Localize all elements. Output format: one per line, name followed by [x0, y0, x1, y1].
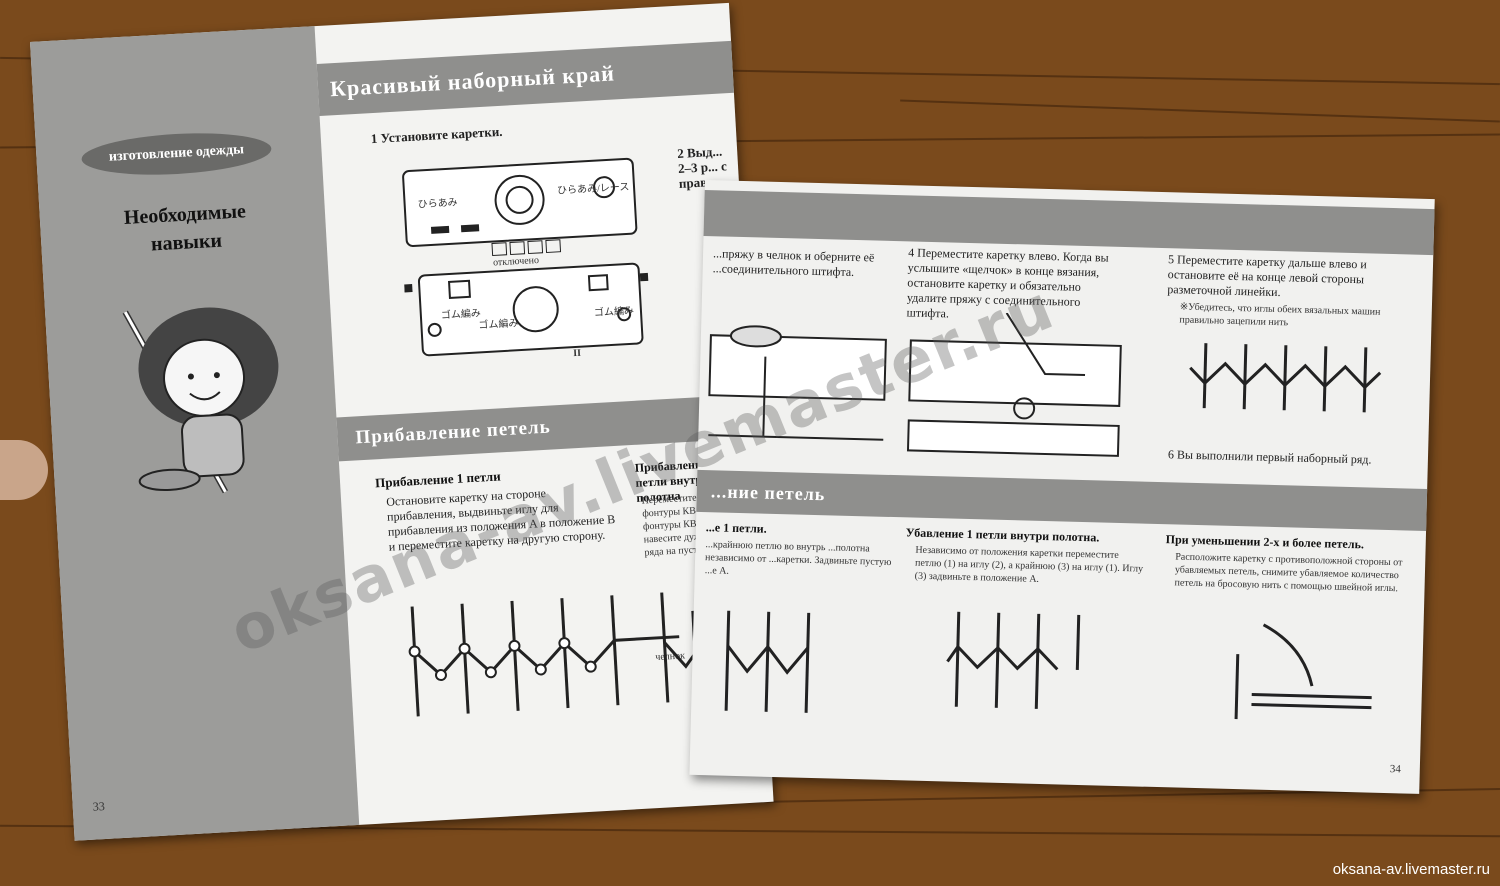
step1-text: 1 Установите каретки.: [370, 123, 503, 147]
sidebar: изготовление одежды Необходимые навыки: [30, 26, 360, 841]
top-band: [703, 189, 1435, 256]
watermark-corner: oksana-av.livemaster.ru: [1332, 861, 1490, 878]
needle-hooks-diagram: [1189, 343, 1382, 413]
section1-title: Красивый наборный край: [316, 40, 734, 116]
sidebar-badge: изготовление одежды: [80, 128, 273, 180]
step5-text: 5 Переместите каретку дальше влево и ост…: [1167, 252, 1367, 300]
right-page: ...пряжу в челнок и оберните её ...соеди…: [689, 180, 1435, 794]
left-page: изготовление одежды Необходимые навыки К…: [30, 2, 774, 841]
console-label-bottom-right: ゴム編み: [593, 305, 635, 319]
col1-text: ...крайнюю петлю во внутрь ...полотна не…: [704, 539, 892, 577]
carriage-illustration-3: [708, 325, 887, 441]
console-marker: II: [572, 347, 582, 360]
sidebar-heading-line2: навыки: [150, 229, 223, 256]
console-label-bottom-mid: ゴム編み: [478, 318, 519, 332]
wood-grain: [900, 99, 1500, 123]
step3-partial: ...пряжу в челнок и оберните её ...соеди…: [712, 246, 875, 279]
page-number-right: 34: [1389, 763, 1401, 776]
col3-text: Расположите каретку с противоположной ст…: [1174, 551, 1403, 595]
page-number-left: 33: [92, 799, 106, 814]
stitch-diagram-decrease-edge: [724, 610, 811, 713]
col2-text: Независимо от положения каретки перемест…: [914, 544, 1144, 585]
step6-text: 6 Вы выполнили первый наборный ряд.: [1167, 447, 1372, 467]
carriage-illustration-4: [906, 312, 1122, 457]
col1-title: ...е 1 петли.: [705, 520, 767, 536]
console-label-bottom-left: ゴム編み: [440, 308, 482, 322]
stitch-diagram-multi-decrease: [1234, 623, 1372, 720]
console-label-off: отключено: [492, 254, 540, 269]
girl-illustration: [122, 307, 279, 494]
console-diagram: [402, 157, 649, 357]
stitch-diagram-decrease-inside: [946, 611, 1081, 709]
console-label-top-left: ひらあみ: [417, 197, 458, 211]
step5-note: ※Убедитесь, что иглы обеих вязальных маш…: [1179, 301, 1381, 329]
thumb: [0, 440, 48, 500]
